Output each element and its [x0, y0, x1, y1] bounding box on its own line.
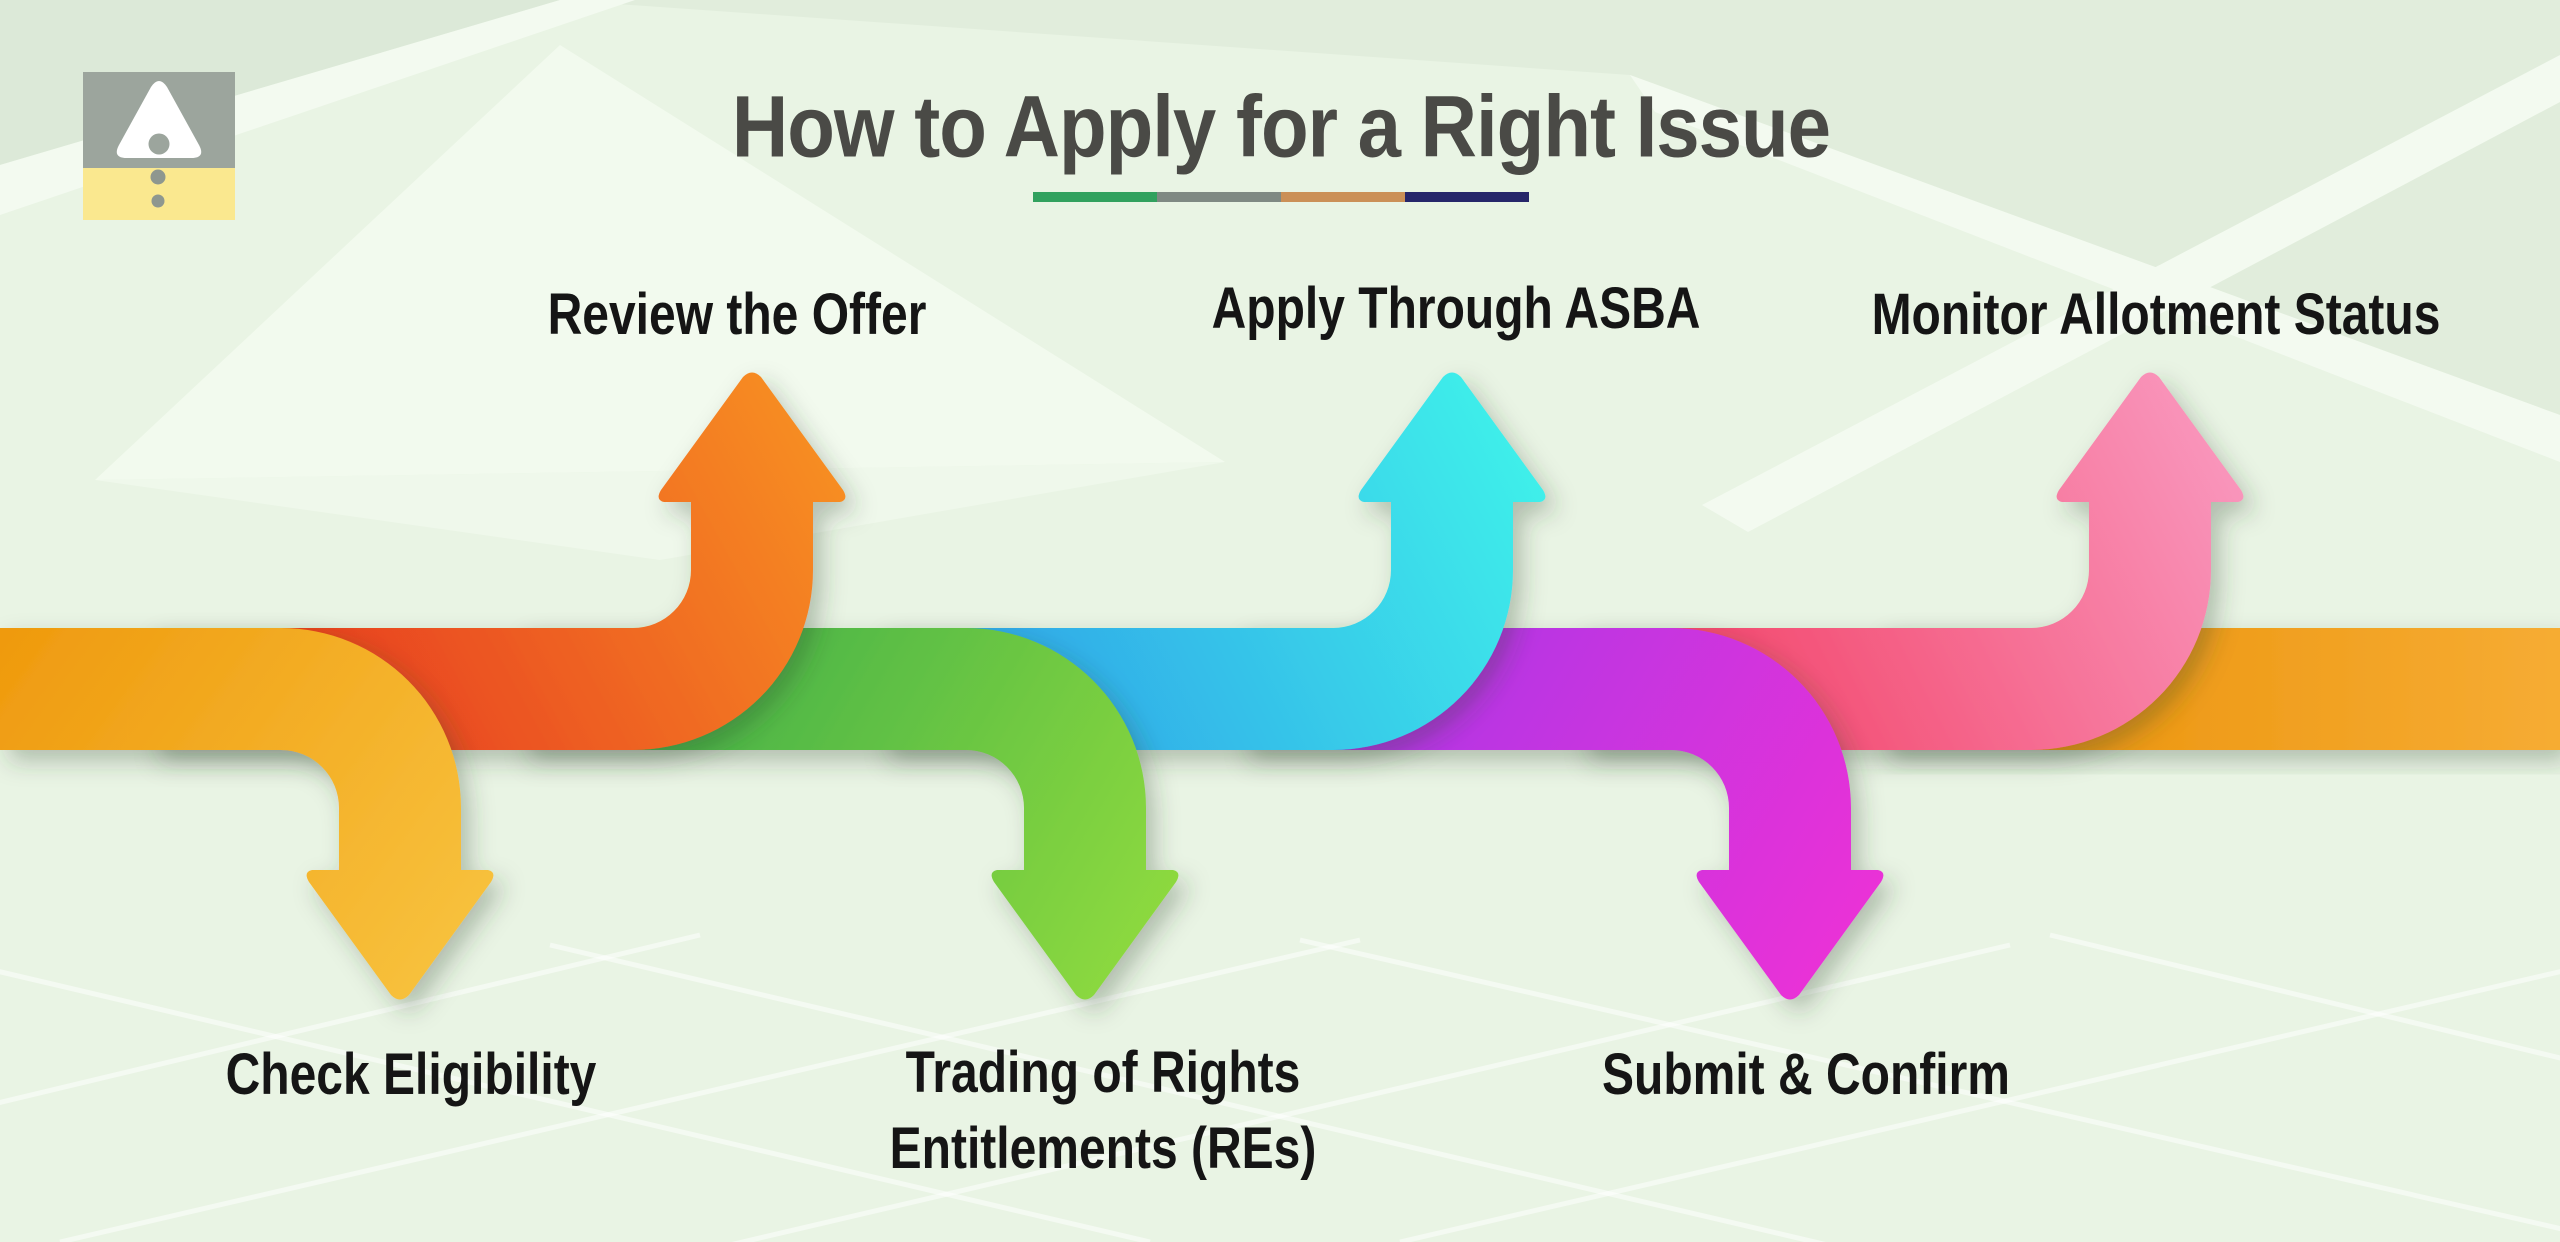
step-label-review-the-offer: Review the Offer [547, 282, 927, 348]
step-label-monitor-allotment-status: Monitor Allotment Status [1871, 282, 2441, 348]
title-underline [1033, 192, 1529, 202]
logo-dot-upper [150, 169, 166, 185]
underline-segment-navy [1405, 192, 1529, 202]
page-title: How to Apply for a Right Issue [731, 77, 1831, 176]
step-label-apply-through-asba: Apply Through ASBA [1211, 276, 1701, 342]
underline-segment-gray [1157, 192, 1281, 202]
logo-triangle-dot [148, 133, 170, 155]
ribbon-flow [0, 372, 2560, 1000]
background-facets [0, 0, 2560, 560]
step-label-trading-rights-entitlements: Trading of Rights Entitlements (REs) [889, 1040, 1317, 1182]
floor-grid [0, 932, 2560, 1242]
underline-segment-tan [1281, 192, 1405, 202]
logo [83, 72, 235, 220]
underline-segment-green [1033, 192, 1157, 202]
step-label-check-eligibility: Check Eligibility [225, 1042, 597, 1108]
arrow-check-eligibility [0, 628, 494, 1000]
logo-dot-lower [151, 194, 165, 208]
logo-triangle-icon [116, 81, 202, 158]
step-label-submit-confirm: Submit & Confirm [1602, 1042, 2010, 1108]
